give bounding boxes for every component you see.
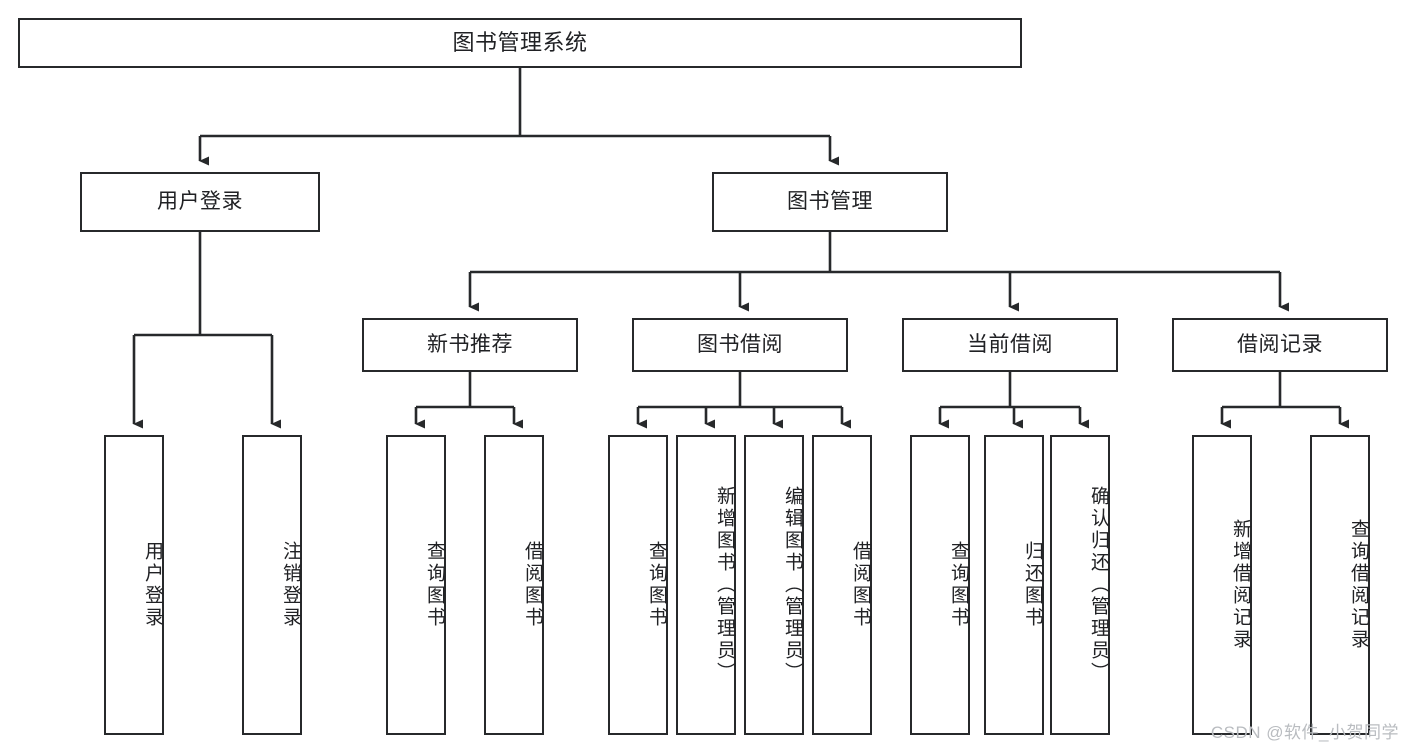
node-book-manage[interactable]: 图书管理: [712, 172, 948, 232]
node-user-login[interactable]: 用户登录: [80, 172, 320, 232]
node-label: 图书管理系统: [452, 30, 588, 56]
node-label: 新增图书（管理员）: [714, 486, 735, 684]
node-leaf-10[interactable]: 归还图书: [984, 435, 1044, 735]
node-label: 借阅图书: [522, 541, 543, 629]
node-leaf-11[interactable]: 确认归还（管理员）: [1050, 435, 1110, 735]
node-book-borrow[interactable]: 图书借阅: [632, 318, 848, 372]
node-leaf-2[interactable]: 注销登录: [242, 435, 302, 735]
node-leaf-6[interactable]: 新增图书（管理员）: [676, 435, 736, 735]
node-label: 图书借阅: [697, 332, 783, 356]
node-leaf-12[interactable]: 新增借阅记录: [1192, 435, 1252, 735]
node-label: 查询借阅记录: [1348, 519, 1369, 651]
node-borrow-record[interactable]: 借阅记录: [1172, 318, 1388, 372]
node-label: 当前借阅: [967, 332, 1053, 356]
node-label: 归还图书: [1022, 541, 1043, 629]
node-label: 用户登录: [157, 189, 243, 213]
node-label: 注销登录: [280, 541, 301, 629]
node-label: 查询图书: [424, 541, 445, 629]
node-new-book-rec[interactable]: 新书推荐: [362, 318, 578, 372]
node-leaf-3[interactable]: 查询图书: [386, 435, 446, 735]
node-leaf-5[interactable]: 查询图书: [608, 435, 668, 735]
node-label: 查询图书: [948, 541, 969, 629]
node-label: 编辑图书（管理员）: [782, 486, 803, 684]
node-leaf-9[interactable]: 查询图书: [910, 435, 970, 735]
node-leaf-1[interactable]: 用户登录: [104, 435, 164, 735]
node-label: 新书推荐: [427, 332, 513, 356]
node-label: 借阅图书: [850, 541, 871, 629]
connector-group: [132, 68, 1349, 429]
node-current-borrow[interactable]: 当前借阅: [902, 318, 1118, 372]
node-label: 借阅记录: [1237, 332, 1323, 356]
node-leaf-4[interactable]: 借阅图书: [484, 435, 544, 735]
node-leaf-7[interactable]: 编辑图书（管理员）: [744, 435, 804, 735]
node-label: 图书管理: [787, 189, 873, 213]
node-root[interactable]: 图书管理系统: [18, 18, 1022, 68]
node-label: 用户登录: [142, 541, 163, 629]
node-label: 新增借阅记录: [1230, 519, 1251, 651]
node-leaf-8[interactable]: 借阅图书: [812, 435, 872, 735]
node-leaf-13[interactable]: 查询借阅记录: [1310, 435, 1370, 735]
node-label: 确认归还（管理员）: [1088, 486, 1109, 684]
node-label: 查询图书: [646, 541, 667, 629]
